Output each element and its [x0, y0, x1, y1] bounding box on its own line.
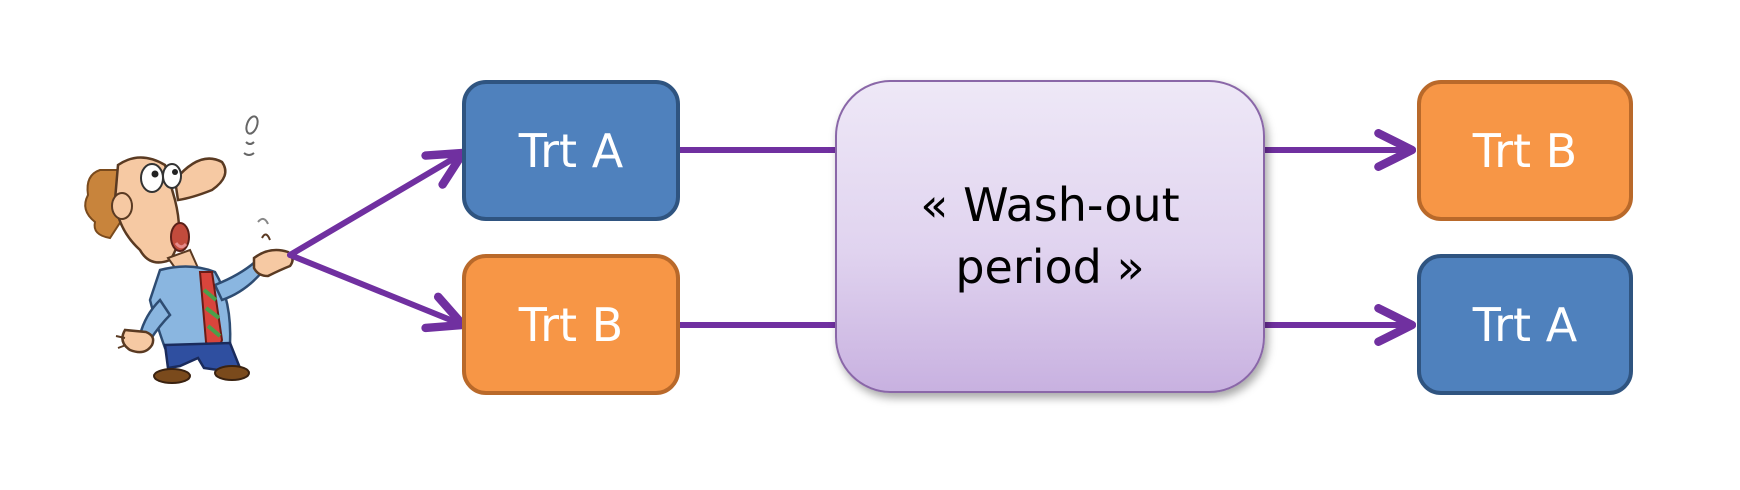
washout-label: « Wash-out period » — [920, 177, 1180, 294]
box-left-bottom-label: Trt B — [518, 297, 624, 352]
box-right-top-label: Trt B — [1472, 123, 1578, 178]
arrow-to-left-bottom — [287, 252, 468, 333]
washout-period-box: « Wash-out period » — [835, 80, 1265, 393]
confused-man-icon — [84, 115, 294, 384]
box-left-top-label: Trt A — [518, 123, 624, 178]
box-left-bottom-trt-b: Trt B — [462, 254, 680, 395]
box-right-bottom-label: Trt A — [1472, 297, 1578, 352]
box-left-top-trt-a: Trt A — [462, 80, 680, 221]
arrow-to-left-top — [287, 148, 468, 258]
box-right-top-trt-b: Trt B — [1417, 80, 1633, 221]
box-right-bottom-trt-a: Trt A — [1417, 254, 1633, 395]
